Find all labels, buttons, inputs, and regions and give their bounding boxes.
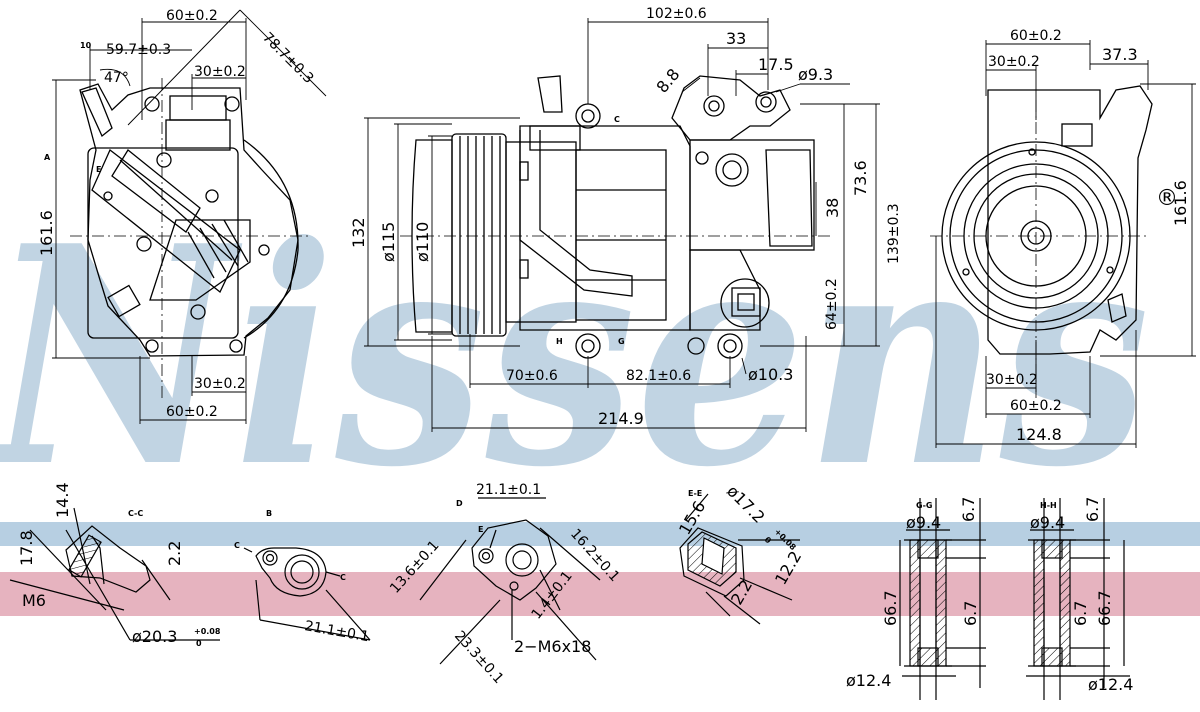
detail-hh-title: H-H: [1040, 501, 1057, 510]
detail-b-c-right: C: [340, 573, 346, 582]
detail-gg-6-7-mid: 6.7: [961, 601, 980, 626]
detail-hh-66-7: 66.7: [1095, 590, 1114, 626]
detail-d-23-3: 23.3±0.1: [451, 628, 506, 687]
detail-gg-title: G-G: [916, 501, 932, 510]
detail-cc-tol-lower: 0: [196, 639, 202, 648]
detail-cc-title: C-C: [128, 509, 143, 518]
detail-cc-drawing: [9, 507, 220, 641]
left-height: 161.6: [37, 210, 56, 256]
front-70: 70±0.6: [506, 368, 558, 384]
front-38: 38: [823, 198, 842, 218]
right-view-dim-lines: [935, 40, 1196, 448]
detail-ee-tol-lower: 0: [763, 535, 774, 546]
front-mark-c: C: [614, 115, 620, 124]
registered-mark: ®: [1156, 186, 1178, 211]
front-33: 33: [726, 29, 746, 48]
detail-hh-6-7-top: 6.7: [1083, 497, 1102, 522]
left-angle-47: 47°: [104, 70, 129, 86]
detail-gg-phi12-4: ø12.4: [846, 671, 891, 690]
front-8-8: 8.8: [653, 65, 684, 97]
detail-gg-drawing: [899, 498, 986, 700]
front-102: 102±0.6: [646, 6, 707, 22]
left-angle-10: 10: [80, 41, 92, 50]
front-82-1: 82.1±0.6: [626, 368, 691, 384]
detail-hh-6-7-mid: 6.7: [1071, 601, 1090, 626]
left-78-7: 78.7±0.3: [259, 30, 316, 87]
right-37-3: 37.3: [1102, 45, 1138, 64]
front-64: 64±0.2: [824, 278, 840, 330]
left-bottom-60: 60±0.2: [166, 404, 218, 420]
front-mark-h: H: [556, 337, 563, 346]
front-phi115: ø115: [379, 222, 398, 262]
left-59-7: 59.7±0.3: [106, 42, 171, 58]
detail-b-21-1: 21.1±0.1: [303, 618, 370, 645]
right-bottom-60: 60±0.2: [1010, 398, 1062, 414]
detail-d-callout: 2−M6x18: [514, 637, 591, 656]
nissens-watermark: Nissens: [0, 180, 1150, 533]
right-bottom-30: 30±0.2: [986, 372, 1038, 388]
right-top-60: 60±0.2: [1010, 28, 1062, 44]
left-top-60: 60±0.2: [166, 8, 218, 24]
left-30-top: 30±0.2: [194, 64, 246, 80]
front-73-6: 73.6: [851, 160, 870, 196]
front-phi110: ø110: [413, 222, 432, 262]
front-view-dim-lines: [364, 18, 880, 432]
left-view: [70, 78, 310, 400]
front-mark-g: G: [618, 337, 625, 346]
detail-ee-title: E-E: [688, 489, 702, 498]
right-height: 161.6: [1171, 180, 1190, 226]
detail-cc-thread: M6: [22, 591, 46, 610]
right-view: [930, 85, 1153, 400]
detail-hh-phi9-4: ø9.4: [1030, 513, 1065, 532]
front-17-5: 17.5: [758, 55, 794, 74]
detail-cc-17-8: 17.8: [17, 530, 36, 566]
detail-b-drawing: [243, 547, 371, 641]
right-30-top: 30±0.2: [988, 54, 1040, 70]
front-132: 132: [349, 217, 368, 248]
detail-gg-6-7-top: 6.7: [959, 497, 978, 522]
detail-d-title: D: [456, 499, 463, 508]
detail-cc-tol-upper: +0.08: [194, 627, 221, 636]
detail-gg-66-7: 66.7: [881, 590, 900, 626]
front-phi10-3: ø10.3: [748, 365, 793, 384]
detail-b-c-left: C: [234, 541, 240, 550]
detail-cc-2-2: 2.2: [165, 541, 184, 566]
left-mark-e: E: [96, 165, 101, 174]
detail-ee-drawing: [679, 493, 800, 625]
front-length: 214.9: [598, 409, 644, 428]
detail-gg-phi9-4: ø9.4: [906, 513, 941, 532]
left-mark-a: A: [44, 153, 51, 162]
blue-band: [0, 522, 1200, 546]
detail-cc-14-4: 14.4: [53, 482, 72, 518]
right-width: 124.8: [1016, 425, 1062, 444]
detail-b-title: B: [266, 509, 272, 518]
detail-cc-bore: ø20.3: [132, 627, 177, 646]
detail-d-e-label: E: [478, 525, 483, 534]
front-phi9-3: ø9.3: [798, 65, 833, 84]
detail-hh-phi12-4: ø12.4: [1088, 675, 1133, 694]
detail-d-21-1: 21.1±0.1: [476, 482, 541, 498]
left-bottom-30: 30±0.2: [194, 376, 246, 392]
detail-d-drawing: [419, 497, 601, 665]
detail-hh-drawing: [1026, 498, 1130, 700]
front-view: [400, 75, 830, 359]
red-band: [0, 572, 1200, 616]
left-view-dim-lines: [52, 9, 327, 424]
front-139: 139±0.3: [886, 203, 902, 264]
